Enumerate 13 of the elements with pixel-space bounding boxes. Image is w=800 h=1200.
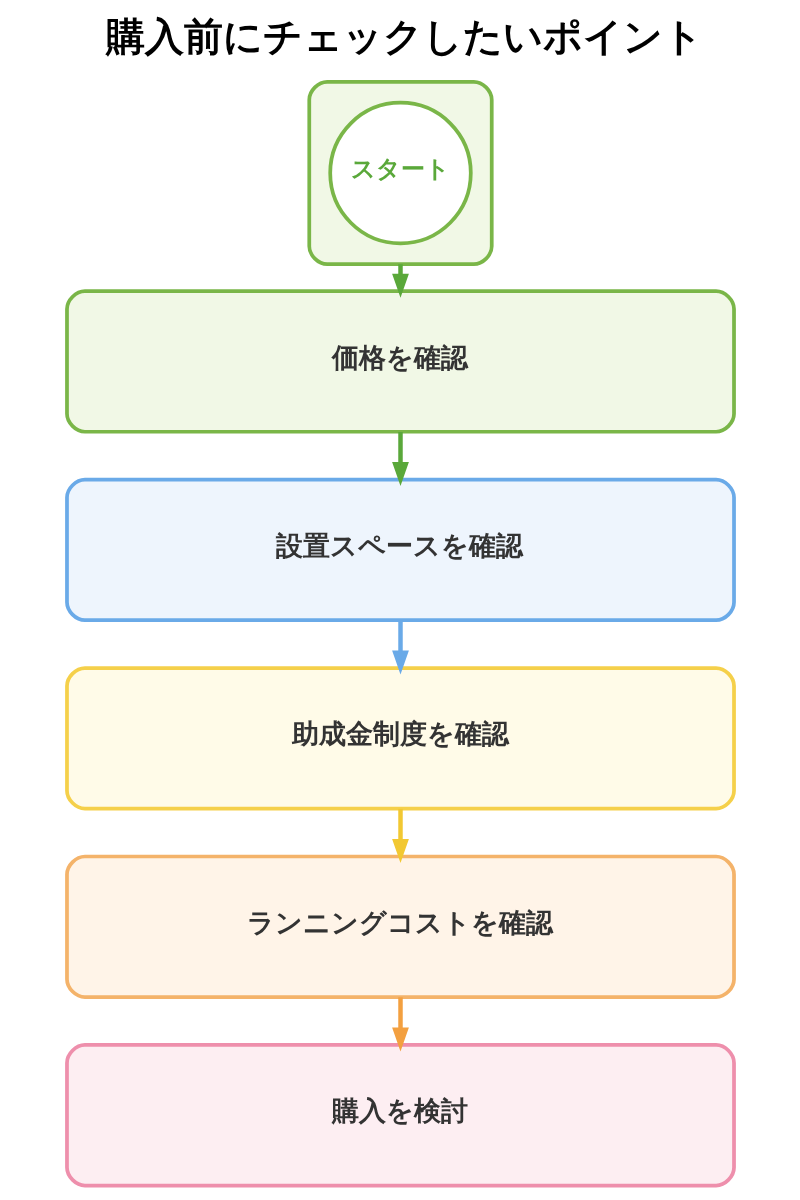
- arrow: [391, 264, 409, 298]
- node-box: ランニングコストを確認: [64, 854, 736, 999]
- node-box: 設置スペースを確認: [64, 477, 736, 623]
- arrow: [391, 432, 409, 487]
- node-box: 助成金制度を確認: [64, 666, 736, 811]
- arrow: [391, 997, 409, 1052]
- diagram-title: 購入前にチェックしたいポイント: [105, 14, 703, 60]
- arrow: [391, 808, 409, 863]
- cluster: [306, 79, 494, 267]
- node-box: 価格を確認: [64, 289, 736, 434]
- node-circle: スタート: [327, 100, 473, 246]
- arrow: [391, 620, 409, 675]
- node-box: 購入を検討: [64, 1043, 736, 1188]
